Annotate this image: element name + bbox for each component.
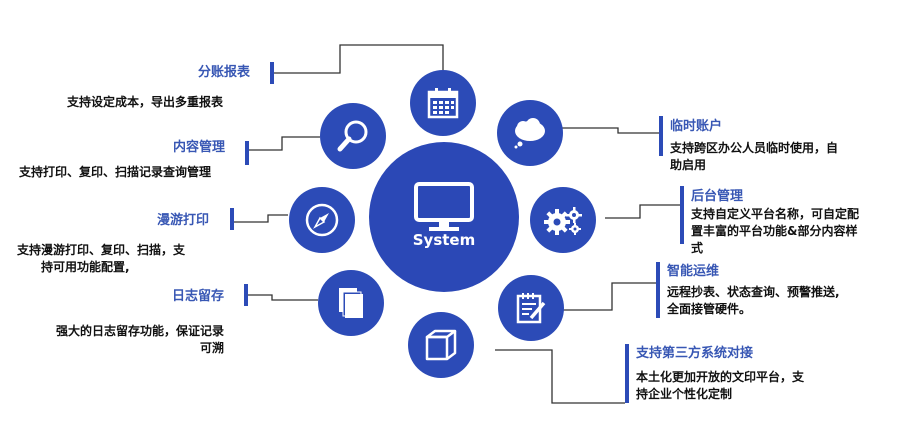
roaming-print-desc: 支持漫游打印、复印、扫描，支 持可用功能配置, bbox=[17, 242, 185, 276]
third-party-bar bbox=[625, 344, 629, 403]
content-management-bar bbox=[245, 141, 249, 165]
content-management-desc: 支持打印、复印、扫描记录查询管理 bbox=[19, 165, 212, 179]
notepad-pen-icon bbox=[516, 293, 546, 324]
magnifier-icon bbox=[337, 120, 368, 152]
backend-management-node bbox=[530, 187, 596, 253]
gears-icon bbox=[544, 207, 582, 235]
temporary-account-node bbox=[497, 100, 563, 166]
temporary-account-desc-line: 助启用 bbox=[670, 158, 707, 172]
backend-management-bar bbox=[680, 186, 684, 244]
billing-report-desc: 支持设定成本，导出多重报表 bbox=[67, 95, 224, 109]
smart-ops-desc-line: 远程抄表、状态查询、预警推送, bbox=[667, 285, 840, 299]
roaming-print-node bbox=[289, 187, 355, 253]
third-party-desc-line: 本土化更加开放的文印平台，支 bbox=[636, 370, 805, 384]
third-party-desc-line: 持企业个性化定制 bbox=[636, 387, 733, 401]
temporary-account-desc-line: 支持跨区办公人员临时使用，自 bbox=[670, 141, 839, 155]
temporary-account-bar bbox=[659, 116, 663, 156]
billing-report-bar bbox=[270, 62, 274, 84]
third-party-desc: 本土化更加开放的文印平台，支 持企业个性化定制 bbox=[636, 369, 804, 403]
backend-management-desc: 支持自定义平台名称，可自定配 置丰富的平台功能&部分内容样 式 bbox=[691, 206, 859, 257]
log-retention-desc: 强大的日志留存功能，保证记录 可溯 bbox=[34, 323, 224, 357]
log-retention-desc-line: 强大的日志留存功能，保证记录 bbox=[55, 324, 224, 338]
roaming-print-title: 漫游打印 bbox=[157, 213, 210, 228]
temporary-account-desc: 支持跨区办公人员临时使用，自 助启用 bbox=[670, 140, 838, 174]
billing-report-node bbox=[410, 70, 476, 136]
backend-management-desc-line: 式 bbox=[691, 241, 704, 255]
billing-report-title: 分账报表 bbox=[198, 65, 251, 80]
system-label: System bbox=[412, 231, 476, 249]
log-retention-bar bbox=[244, 284, 248, 306]
roaming-print-desc-line: 支持漫游打印、复印、扫描，支 bbox=[17, 243, 186, 257]
monitor-icon bbox=[414, 182, 474, 231]
content-management-node bbox=[320, 103, 386, 169]
content-management-title: 内容管理 bbox=[173, 140, 226, 155]
documents-icon bbox=[339, 288, 363, 318]
calendar-icon bbox=[427, 88, 459, 119]
temporary-account-title: 临时账户 bbox=[670, 119, 723, 134]
smart-ops-bar bbox=[656, 262, 660, 318]
third-party-node bbox=[408, 312, 474, 378]
smart-ops-desc: 远程抄表、状态查询、预警推送, 全面接管硬件。 bbox=[667, 284, 840, 318]
backend-management-desc-line: 置丰富的平台功能&部分内容样 bbox=[691, 224, 858, 238]
system-center-circle: System bbox=[369, 142, 519, 292]
backend-management-title: 后台管理 bbox=[691, 189, 744, 204]
compass-icon bbox=[305, 203, 339, 237]
log-retention-node bbox=[318, 270, 384, 336]
log-retention-title: 日志留存 bbox=[172, 289, 225, 304]
roaming-print-desc-line: 持可用功能配置, bbox=[41, 260, 130, 274]
box-icon bbox=[425, 329, 457, 361]
smart-ops-title: 智能运维 bbox=[667, 264, 720, 279]
cloud-chat-icon bbox=[514, 118, 545, 149]
roaming-print-bar bbox=[230, 208, 234, 230]
log-retention-desc-line: 可溯 bbox=[199, 341, 224, 355]
smart-ops-desc-line: 全面接管硬件。 bbox=[667, 302, 752, 316]
backend-management-desc-line: 支持自定义平台名称，可自定配 bbox=[691, 207, 860, 221]
smart-ops-node bbox=[498, 275, 564, 341]
third-party-title: 支持第三方系统对接 bbox=[636, 346, 754, 361]
